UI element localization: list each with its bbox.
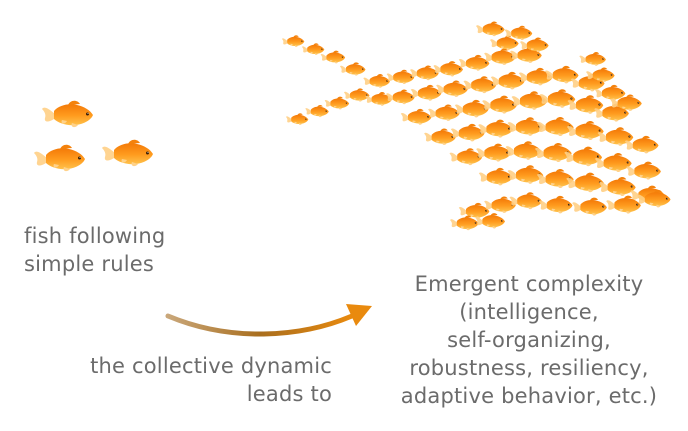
school-goldfish-icon (476, 143, 511, 162)
school-goldfish-icon (281, 35, 305, 47)
label-line: leads to (246, 382, 332, 406)
school-goldfish-icon (344, 88, 370, 102)
goldfish-icon (102, 139, 153, 167)
school-goldfish-icon (478, 167, 513, 186)
collective-dynamic-label: the collective dynamic leads to (48, 352, 332, 408)
label-line: simple rules (24, 252, 155, 276)
school-goldfish-icon (490, 35, 519, 51)
label-line: fish following (24, 224, 166, 248)
curved-arrow-icon (165, 304, 372, 337)
school-goldfish-icon (386, 69, 415, 85)
label-line: self-organizing, (447, 328, 611, 352)
school-goldfish-icon (564, 146, 603, 167)
school-goldfish-icon (598, 176, 636, 197)
label-line: (intelligence, (459, 300, 599, 324)
school-goldfish-icon (505, 141, 542, 160)
school-goldfish-icon (436, 80, 468, 97)
school-goldfish-icon (410, 65, 439, 81)
school-goldfish-icon (410, 84, 442, 101)
school-goldfish-icon (340, 62, 366, 76)
school-goldfish-icon (428, 104, 460, 121)
fish-following-simple-rules-label: fish following simple rules (24, 222, 165, 278)
label-line: robustness, resiliency, (409, 356, 649, 380)
school-goldfish-icon (450, 215, 479, 231)
school-goldfish-icon (458, 202, 490, 219)
emergent-complexity-label: Emergent complexity (intelligence, self-… (392, 270, 666, 410)
school-goldfish-icon (626, 161, 661, 180)
school-goldfish-icon (400, 108, 432, 125)
school-goldfish-icon (324, 96, 350, 110)
single-fish-group (34, 100, 153, 172)
label-line: adaptive behavior, etc.) (400, 384, 658, 408)
goldfish-icon (42, 100, 93, 128)
school-goldfish-icon (490, 71, 525, 90)
school-goldfish-icon (449, 148, 483, 166)
school-goldfish-icon (566, 120, 604, 141)
school-goldfish-icon (424, 128, 456, 145)
school-goldfish-icon (579, 52, 606, 66)
label-line: the collective dynamic (90, 354, 332, 378)
school-goldfish-icon (507, 117, 544, 136)
fish-shaped-school-of-goldfish (281, 21, 671, 231)
school-goldfish-icon (386, 89, 415, 105)
school-goldfish-icon (463, 76, 497, 94)
school-goldfish-icon (320, 50, 346, 64)
school-goldfish-icon (476, 21, 505, 37)
school-goldfish-icon (305, 104, 329, 118)
school-goldfish-icon (566, 172, 605, 193)
school-goldfish-icon (285, 113, 309, 125)
school-goldfish-icon (363, 74, 390, 88)
goldfish-icon (34, 144, 85, 172)
school-goldfish-icon (301, 43, 325, 55)
label-line: Emergent complexity (414, 272, 644, 296)
school-goldfish-icon (458, 54, 490, 71)
school-goldfish-icon (572, 197, 607, 216)
school-goldfish-icon (538, 195, 573, 214)
